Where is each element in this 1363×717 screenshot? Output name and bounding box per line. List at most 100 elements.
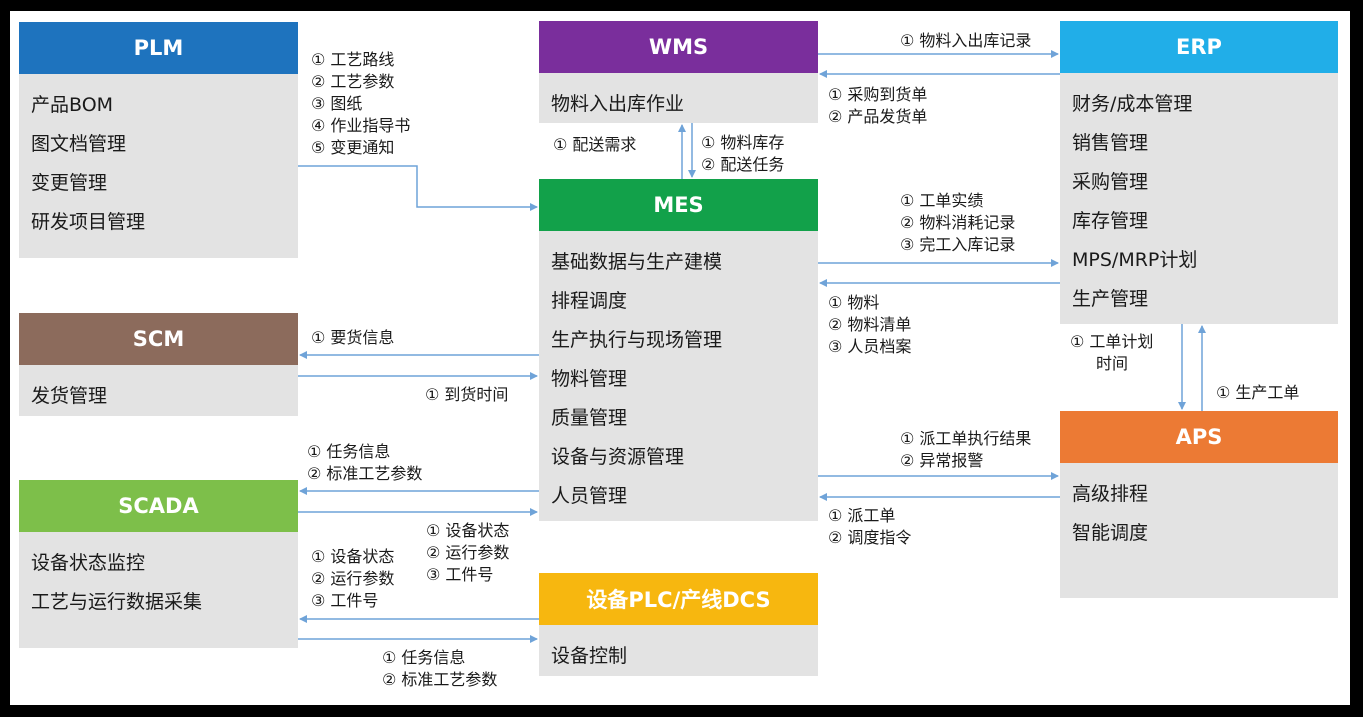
label-line: ① 工单实绩: [900, 191, 984, 210]
label-line: ① 派工单: [828, 506, 896, 525]
plc-title: 设备PLC/产线DCS: [586, 588, 771, 612]
scada-box: SCADA 设备状态监控 工艺与运行数据采集: [19, 480, 298, 648]
erp-item: MPS/MRP计划: [1072, 249, 1198, 271]
erp-item: 财务/成本管理: [1072, 93, 1193, 115]
wms-title: WMS: [648, 35, 709, 59]
label-scada-mes: ① 设备状态 ② 运行参数 ③ 工件号: [426, 520, 509, 586]
label-line: 时间: [1096, 354, 1129, 373]
label-line: ③ 工件号: [426, 565, 494, 584]
label-plc-scada: ① 设备状态 ② 运行参数 ③ 工件号: [311, 546, 394, 612]
label-line: ① 设备状态: [311, 547, 395, 566]
erp-title: ERP: [1176, 35, 1222, 59]
plm-box: PLM 产品BOM 图文档管理 变更管理 研发项目管理: [19, 22, 298, 258]
scm-item: 发货管理: [31, 385, 108, 407]
label-line: ② 异常报警: [900, 451, 984, 470]
plm-item: 图文档管理: [31, 133, 127, 155]
label-line: ② 工艺参数: [311, 72, 395, 91]
erp-item: 销售管理: [1072, 132, 1149, 154]
aps-header: APS: [1060, 411, 1338, 463]
label-line: ① 派工单执行结果: [900, 429, 1032, 448]
label-line: ① 到货时间: [425, 385, 509, 404]
wms-item: 物料入出库作业: [551, 93, 685, 115]
label-line: ① 任务信息: [307, 442, 391, 461]
label-line: ① 配送需求: [553, 135, 637, 154]
label-line: ① 工单计划: [1070, 332, 1154, 351]
label-line: ② 物料清单: [828, 315, 912, 334]
label-line: ① 任务信息: [382, 648, 466, 667]
mes-item: 物料管理: [551, 368, 628, 390]
scada-item: 设备状态监控: [31, 552, 146, 574]
label-mes-aps: ① 派工单执行结果 ② 异常报警: [900, 428, 1031, 472]
label-mes-scada: ① 任务信息 ② 标准工艺参数: [307, 441, 422, 485]
scm-header: SCM: [19, 313, 298, 365]
erp-item: 生产管理: [1072, 288, 1149, 310]
scm-box: SCM 发货管理: [19, 313, 298, 416]
label-line: ③ 工件号: [311, 591, 379, 610]
label-scm-mes: ① 到货时间: [425, 384, 508, 406]
mes-item: 设备与资源管理: [551, 446, 685, 468]
label-line: ② 物料消耗记录: [900, 213, 1016, 232]
mes-item: 基础数据与生产建模: [551, 251, 723, 273]
plm-item: 研发项目管理: [31, 211, 146, 233]
diagram-canvas: PLM 产品BOM 图文档管理 变更管理 研发项目管理 WMS 物料入出库作业 …: [10, 11, 1350, 705]
label-line: ② 产品发货单: [828, 107, 928, 126]
mes-item: 生产执行与现场管理: [551, 329, 723, 351]
label-line: ② 标准工艺参数: [382, 670, 498, 689]
plc-box: 设备PLC/产线DCS 设备控制: [539, 573, 818, 676]
mes-item: 人员管理: [551, 485, 628, 507]
erp-item: 库存管理: [1072, 210, 1149, 232]
plc-header: 设备PLC/产线DCS: [539, 573, 818, 625]
wms-box: WMS 物料入出库作业: [539, 21, 818, 123]
label-line: ③ 完工入库记录: [900, 235, 1016, 254]
label-line: ② 运行参数: [426, 543, 510, 562]
label-line: ② 运行参数: [311, 569, 395, 588]
label-line: ② 配送任务: [701, 155, 785, 174]
label-aps-erp: ① 生产工单: [1216, 382, 1299, 404]
aps-item: 智能调度: [1072, 522, 1149, 544]
erp-box: ERP 财务/成本管理 销售管理 采购管理 库存管理 MPS/MRP计划 生产管…: [1060, 21, 1338, 324]
connector-arrows: [298, 50, 1206, 643]
label-erp-mes: ① 物料 ② 物料清单 ③ 人员档案: [828, 292, 911, 358]
wms-header: WMS: [539, 21, 818, 73]
scada-item: 工艺与运行数据采集: [31, 591, 203, 613]
label-line: ③ 图纸: [311, 94, 363, 113]
aps-box: APS 高级排程 智能调度: [1060, 411, 1338, 598]
label-line: ① 设备状态: [426, 521, 510, 540]
arrow-plm-to-mes: [298, 165, 538, 211]
label-line: ① 物料: [828, 293, 880, 312]
aps-item: 高级排程: [1072, 483, 1149, 505]
label-erp-wms: ① 采购到货单 ② 产品发货单: [828, 84, 927, 128]
scada-header: SCADA: [19, 480, 298, 532]
erp-header: ERP: [1060, 21, 1338, 73]
label-line: ① 要货信息: [311, 328, 395, 347]
label-line: ② 调度指令: [828, 528, 912, 547]
plm-header: PLM: [19, 22, 298, 74]
scada-title: SCADA: [118, 494, 199, 518]
erp-item: 采购管理: [1072, 171, 1149, 193]
plc-item: 设备控制: [551, 645, 628, 667]
label-scada-plc: ① 任务信息 ② 标准工艺参数: [382, 647, 497, 691]
label-mes-scm: ① 要货信息: [311, 327, 394, 349]
mes-item: 质量管理: [551, 407, 628, 429]
mes-header: MES: [539, 179, 818, 231]
mes-box: MES 基础数据与生产建模 排程调度 生产执行与现场管理 物料管理 质量管理 设…: [539, 179, 818, 521]
plm-item: 产品BOM: [31, 94, 114, 116]
label-wms-mes: ① 物料库存 ② 配送任务: [701, 132, 784, 176]
aps-title: APS: [1175, 425, 1223, 449]
mes-item: 排程调度: [551, 290, 628, 312]
label-line: ① 物料入出库记录: [900, 31, 1032, 50]
label-line: ① 生产工单: [1216, 383, 1300, 402]
plm-item: 变更管理: [31, 172, 108, 194]
label-plm-mes: ① 工艺路线 ② 工艺参数 ③ 图纸 ④ 作业指导书 ⑤ 变更通知: [311, 49, 410, 159]
label-aps-mes: ① 派工单 ② 调度指令: [828, 505, 911, 549]
scm-title: SCM: [132, 327, 185, 351]
plm-title: PLM: [133, 36, 184, 60]
label-line: ③ 人员档案: [828, 337, 912, 356]
label-line: ① 工艺路线: [311, 50, 395, 69]
label-mes-wms: ① 配送需求: [553, 134, 636, 156]
label-line: ④ 作业指导书: [311, 116, 411, 135]
label-line: ① 物料库存: [701, 133, 785, 152]
label-line: ② 标准工艺参数: [307, 464, 423, 483]
label-line: ⑤ 变更通知: [311, 138, 395, 157]
label-line: ① 采购到货单: [828, 85, 928, 104]
